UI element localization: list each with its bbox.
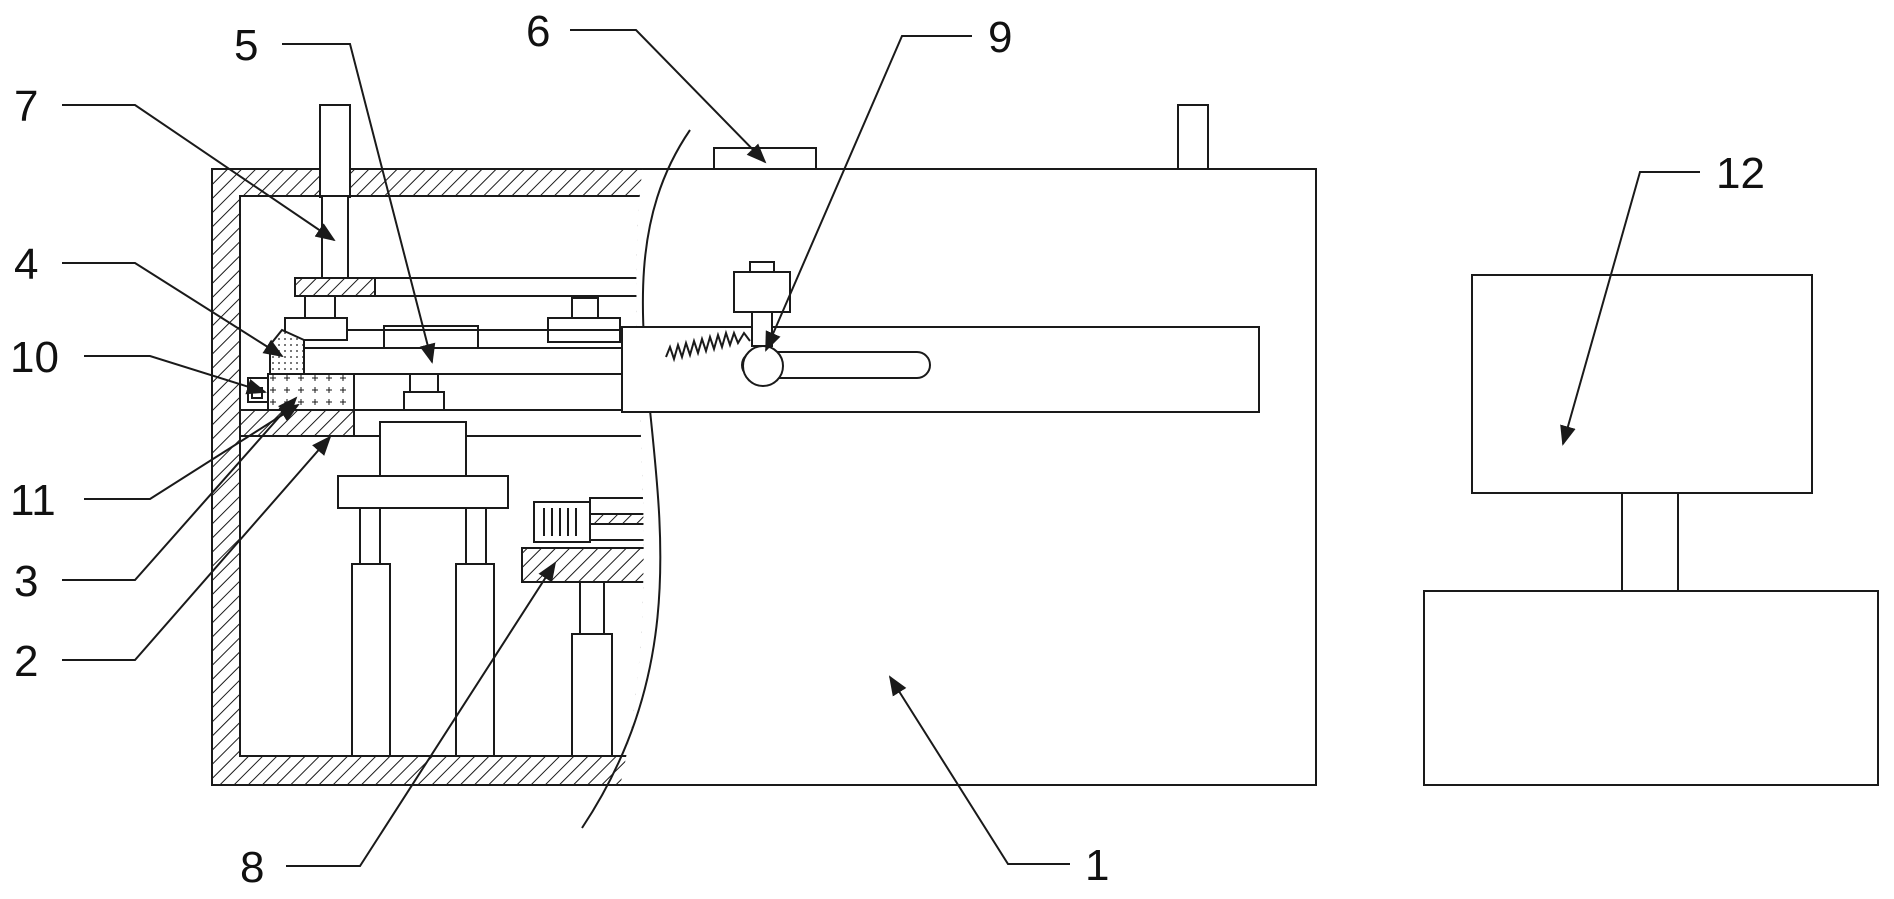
rod-top-left xyxy=(319,104,351,198)
label-6: 6 xyxy=(526,7,550,56)
top-block-6 xyxy=(713,147,817,170)
leader-10 xyxy=(84,355,267,395)
label-5: 5 xyxy=(234,21,258,70)
controller-base xyxy=(1423,590,1879,786)
label-11: 11 xyxy=(10,476,56,525)
label-1: 1 xyxy=(1085,841,1109,890)
block-a xyxy=(304,295,336,319)
leader-2 xyxy=(62,435,332,661)
upper-plate-hatched xyxy=(294,277,376,297)
connector-small xyxy=(409,373,439,393)
connector-wide xyxy=(403,391,445,411)
block-d xyxy=(571,297,599,319)
label-2: 2 xyxy=(14,637,38,686)
lift-cylinder-left xyxy=(351,563,391,757)
lift-post-right xyxy=(465,507,487,565)
reference-numerals: 1 2 3 4 5 6 7 8 9 10 11 12 xyxy=(10,7,1765,892)
controller-unit xyxy=(1423,274,1879,786)
leader-6 xyxy=(570,29,767,164)
top-post-right xyxy=(1177,104,1209,170)
monitor-screen xyxy=(1471,274,1813,494)
label-7: 7 xyxy=(14,82,38,131)
rod-7 xyxy=(321,195,349,279)
label-9: 9 xyxy=(988,13,1012,62)
sensor-cap xyxy=(749,261,775,273)
block-11 xyxy=(267,373,355,411)
leader-5 xyxy=(282,43,436,364)
break-line xyxy=(581,129,691,829)
leader-3 xyxy=(62,396,298,581)
lift-post-left xyxy=(359,507,381,565)
monitor-stand xyxy=(1621,492,1679,592)
base-post xyxy=(579,581,605,635)
motor xyxy=(533,501,591,543)
machine-body xyxy=(211,104,1317,829)
label-3: 3 xyxy=(14,557,38,606)
guide-slot xyxy=(741,351,931,379)
label-10: 10 xyxy=(10,333,59,382)
sectioned-interior xyxy=(211,104,695,786)
lift-cylinder-right xyxy=(455,563,495,757)
leader-7 xyxy=(62,104,336,242)
lift-platform xyxy=(337,475,509,509)
lift-block xyxy=(379,421,467,477)
leader-8 xyxy=(286,561,557,867)
leader-12 xyxy=(1560,171,1700,446)
leader-4 xyxy=(62,262,284,358)
leader-9 xyxy=(765,35,972,352)
leader-lines xyxy=(62,29,1700,867)
label-4: 4 xyxy=(14,240,38,289)
upper-plate xyxy=(374,277,695,297)
leader-11 xyxy=(84,403,300,500)
roller-9 xyxy=(742,345,784,387)
label-8: 8 xyxy=(240,843,264,892)
spring xyxy=(665,329,751,363)
sensor-body xyxy=(733,271,791,313)
base-cylinder xyxy=(571,633,613,757)
leader-1 xyxy=(888,675,1070,865)
label-12: 12 xyxy=(1716,149,1765,198)
